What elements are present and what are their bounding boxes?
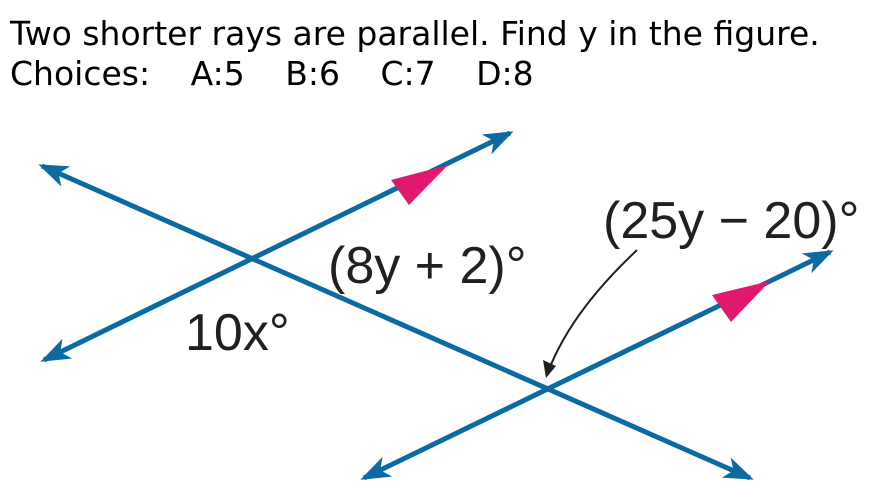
choice-a: A:5 [190, 54, 245, 93]
question-block: Two shorter rays are parallel. Find y in… [10, 14, 820, 94]
parallel-mark-lower [712, 281, 770, 322]
label-angle-8y-plus-2: (8y + 2)° [328, 237, 527, 295]
choice-d: D:8 [476, 54, 534, 93]
question-text: Two shorter rays are parallel. Find y in… [10, 14, 820, 53]
choices-row: Choices: A:5 B:6 C:7 D:8 [10, 54, 820, 94]
choices-label: Choices: [10, 54, 151, 93]
choice-b: B:6 [285, 54, 340, 93]
choice-c: C:7 [380, 54, 436, 93]
parallel-mark-upper [391, 165, 448, 205]
label-angle-25y-minus-20: (25y − 20)° [603, 192, 859, 250]
angle-pointer-arrowhead [543, 360, 556, 378]
label-angle-10x: 10x° [185, 304, 290, 362]
angle-pointer-curve [547, 249, 638, 373]
